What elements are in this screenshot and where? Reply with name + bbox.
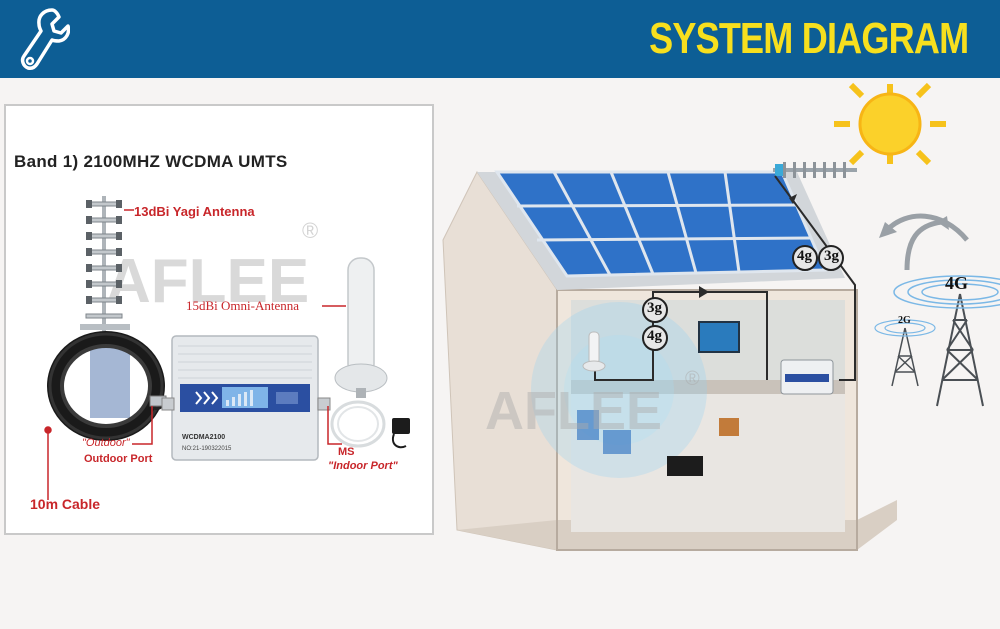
indoor-port-label: "Indoor Port"	[328, 460, 398, 472]
sun-icon	[834, 84, 946, 164]
outdoor-quoted-label: "Outdoor"	[82, 437, 130, 449]
power-adapter	[392, 418, 410, 447]
device-serial: NO:21-190322015	[182, 446, 231, 452]
kit-panel: Band 1) 2100MHZ WCDMA UMTS AFLEE ®	[4, 104, 434, 535]
device-model: WCDMA2100	[182, 434, 225, 441]
roof-badge-3g: 3g	[824, 248, 839, 265]
yagi-antenna	[80, 196, 130, 334]
battery-icon	[667, 456, 703, 476]
repeater-device	[162, 336, 330, 460]
tower-small	[892, 328, 918, 386]
tv-icon	[699, 322, 739, 352]
house-illustration	[437, 80, 1000, 629]
outdoor-port-label: Outdoor Port	[84, 453, 152, 465]
yagi-antenna-label: 13dBi Yagi Antenna	[134, 204, 255, 219]
scene-watermark: AFLEE	[485, 380, 662, 442]
tower-2g-label: 2G	[898, 315, 911, 326]
tower-4g-label: 4G	[945, 273, 968, 294]
roof-yagi-antenna	[773, 162, 857, 178]
cable-label: 10m Cable	[30, 496, 100, 512]
omni-antenna-label: 15dBi Omni-Antenna	[186, 298, 299, 314]
power-supply-box	[719, 418, 739, 436]
indoor-badge-3g: 3g	[647, 300, 662, 317]
header-bar: SYSTEM DIAGRAM	[0, 0, 1000, 78]
signal-arrows	[887, 216, 967, 270]
house-repeater	[781, 360, 833, 394]
page-title: SYSTEM DIAGRAM	[649, 14, 968, 64]
ms-label: MS	[338, 446, 355, 458]
omni-antenna	[332, 258, 387, 446]
wrench-icon	[18, 6, 70, 72]
roof-badge-4g: 4g	[797, 248, 812, 265]
indoor-badge-4g: 4g	[647, 328, 662, 345]
tower-large	[937, 294, 983, 406]
scene-registered-mark: ®	[685, 368, 700, 391]
cable-coil	[50, 334, 166, 438]
house-scene: 4g 3g 3g 4g 4G 2G AFLEE ®	[437, 80, 1000, 629]
